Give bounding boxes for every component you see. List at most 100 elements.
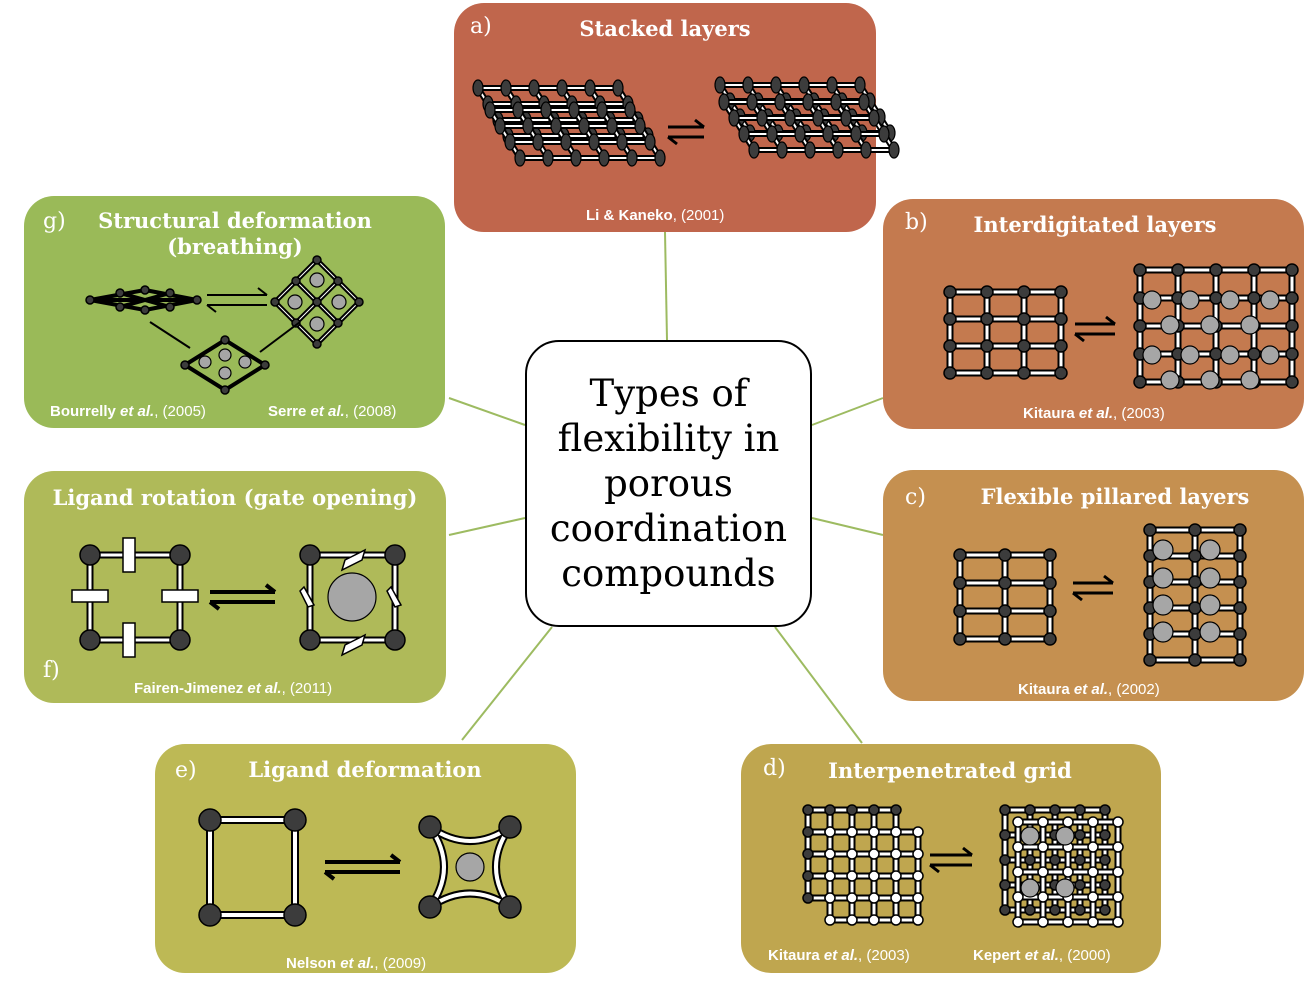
linker-strut-core (601, 109, 633, 159)
linker-strut (223, 363, 267, 392)
metal-node-icon (1233, 653, 1247, 667)
guest-molecule-icon (1200, 370, 1220, 390)
metal-node-icon (943, 366, 957, 380)
metal-node-icon (1143, 653, 1157, 667)
metal-node-icon (738, 125, 750, 143)
metal-node-icon (1188, 627, 1202, 641)
citation: Li & Kaneko, (2001) (586, 207, 724, 224)
linker-strut (183, 363, 227, 392)
metal-node-icon (198, 903, 222, 927)
metal-node-icon (1171, 263, 1185, 277)
panel-illustration (953, 523, 1247, 667)
panel-illustration (198, 808, 522, 927)
metal-node-icon (832, 141, 844, 159)
connector-d (774, 626, 863, 744)
metal-node-icon (283, 808, 307, 832)
metal-node-icon (494, 117, 506, 135)
citation-etal: et al. (823, 947, 859, 964)
metal-node-icon (868, 848, 880, 860)
citation-etal: et al. (120, 403, 155, 420)
guest-molecule-icon (309, 316, 325, 332)
metal-node-icon (1087, 916, 1099, 928)
metal-node-icon (868, 870, 880, 882)
metal-node-icon (1049, 854, 1061, 866)
metal-node-icon (1233, 601, 1247, 615)
metal-node-icon (140, 285, 150, 295)
guest-molecule-icon (287, 294, 303, 310)
citation-author: Kitaura (1023, 405, 1075, 422)
linker-strut-core (723, 101, 755, 151)
guest-molecule-icon (198, 355, 212, 369)
metal-node-icon (472, 79, 484, 97)
linker-strut-core (573, 109, 605, 159)
metal-node-icon (634, 117, 646, 135)
metal-node-icon (742, 76, 754, 94)
metal-node-icon (1049, 804, 1061, 816)
metal-node-icon (1099, 904, 1111, 916)
linker-strut-core (545, 109, 577, 159)
metal-node-icon (1209, 291, 1223, 305)
metal-node-icon (1099, 804, 1111, 816)
metal-node-icon (312, 255, 322, 265)
citation-year: , (2003) (858, 947, 910, 964)
guest-molecule-icon (1020, 878, 1040, 898)
metal-node-icon (1087, 816, 1099, 828)
metal-node-icon (1285, 375, 1299, 389)
metal-node-icon (1133, 319, 1147, 333)
ligand-bar (386, 585, 403, 608)
panel-title: Ligand rotation (gate opening) (52, 485, 418, 510)
metal-node-icon (1043, 576, 1057, 590)
panel-title: Interdigitated layers (973, 212, 1217, 237)
metal-node-icon (858, 93, 870, 111)
panel-label: e) (175, 758, 197, 783)
metal-node-icon (500, 79, 512, 97)
guest-molecule-icon (331, 294, 347, 310)
metal-node-icon (165, 288, 175, 298)
metal-node-icon (1247, 347, 1261, 361)
metal-node-icon (1037, 841, 1049, 853)
equilibrium-arrows-icon (929, 846, 973, 874)
panel-g (24, 196, 445, 428)
citation-year: , (2002) (1108, 681, 1160, 698)
guest-molecule-icon (1152, 594, 1174, 616)
citation: Kitaura et al., (2003) (768, 947, 910, 964)
guest-molecule-icon (1160, 370, 1180, 390)
metal-node-icon (824, 892, 836, 904)
guest-molecule-icon (1260, 290, 1280, 310)
metal-node-icon (868, 109, 880, 127)
metal-node-icon (728, 109, 740, 127)
linker-strut-core (517, 109, 549, 159)
metal-node-icon (1049, 904, 1061, 916)
citation-year: , (2011) (281, 680, 333, 697)
metal-node-icon (1247, 263, 1261, 277)
metal-node-icon (291, 276, 301, 286)
guest-molecule-icon (1152, 567, 1174, 589)
metal-node-icon (484, 101, 496, 119)
metal-node-icon (1054, 339, 1068, 353)
panel-title: Flexible pillared layers (980, 484, 1250, 509)
metal-node-icon (1188, 653, 1202, 667)
panel-label: c) (905, 485, 926, 510)
linker-strut-core (719, 84, 751, 134)
citation-year: , (2000) (1058, 947, 1111, 964)
metal-node-icon (953, 604, 967, 618)
metal-node-icon (522, 117, 534, 135)
metal-node-icon (746, 93, 758, 111)
metal-node-icon (890, 870, 902, 882)
panel-title: Stacked layers (579, 16, 751, 41)
panel-title: Ligand deformation (248, 757, 482, 782)
metal-node-icon (912, 870, 924, 882)
citation-year: , (2003) (1113, 405, 1165, 422)
metal-node-icon (115, 288, 125, 298)
metal-node-icon (550, 117, 562, 135)
metal-node-icon (980, 312, 994, 326)
citation-etal: et al. (340, 955, 375, 972)
metal-node-icon (532, 133, 544, 151)
metal-node-icon (912, 848, 924, 860)
citation: Kitaura et al., (2002) (1018, 681, 1160, 698)
metal-node-icon (626, 149, 638, 167)
metal-node-icon (980, 339, 994, 353)
metal-node-icon (822, 125, 834, 143)
guest-molecule-icon (1199, 567, 1221, 589)
metal-node-icon (1054, 285, 1068, 299)
